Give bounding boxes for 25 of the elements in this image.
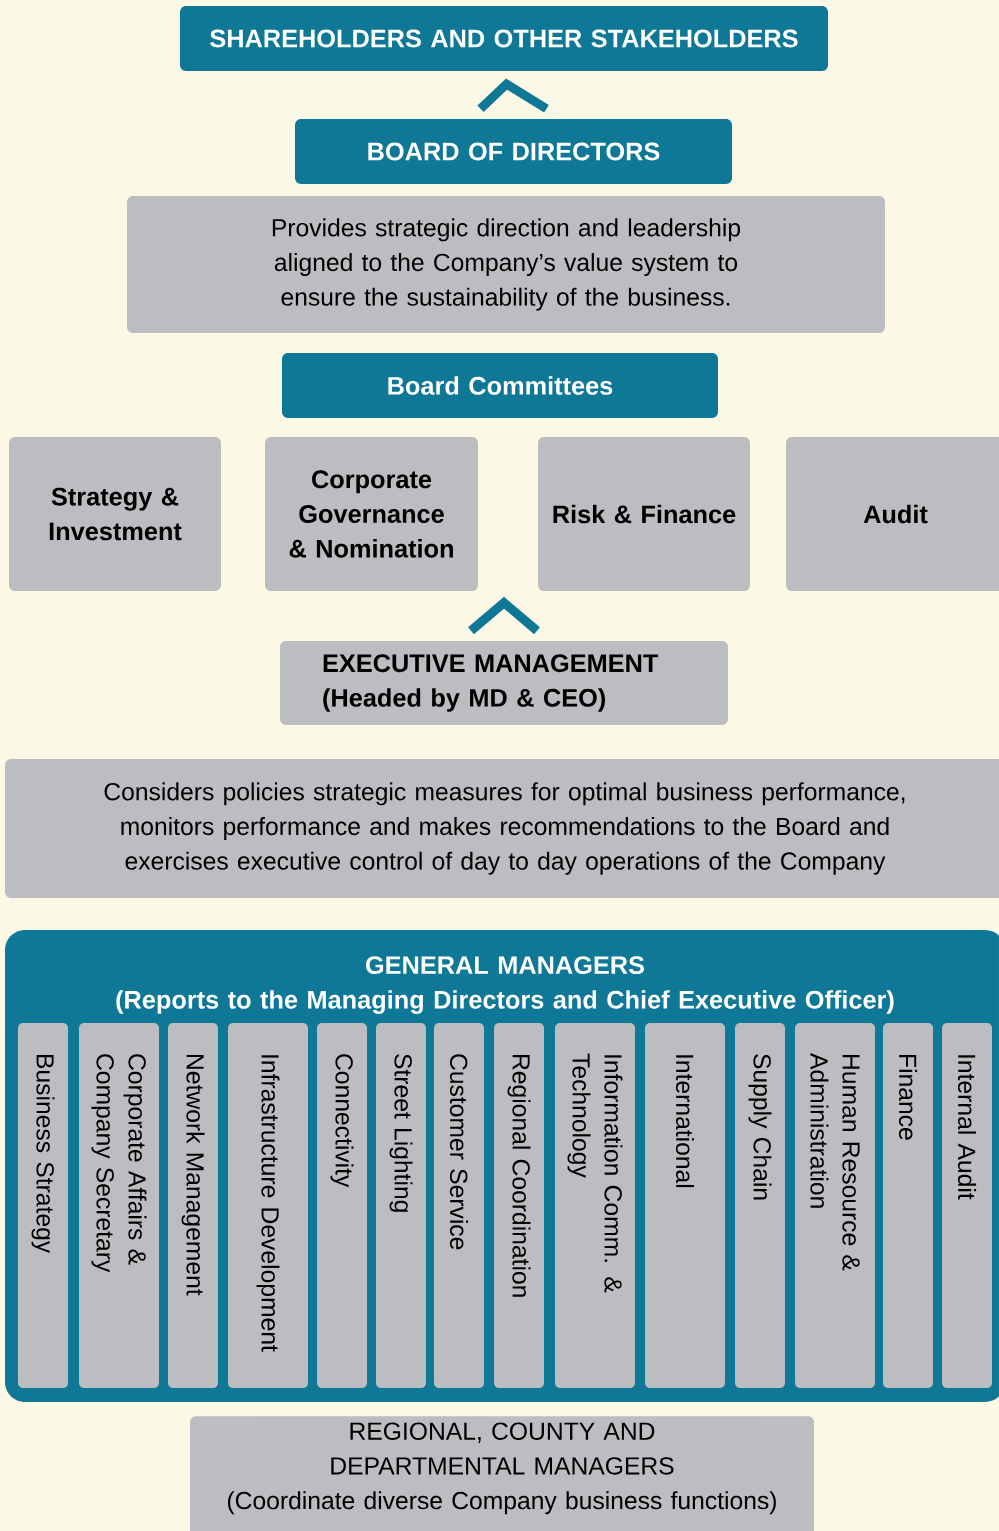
- title-box: Board Committees: [282, 353, 718, 418]
- department-column: Business Strategy: [18, 1023, 68, 1388]
- department-column: Customer Service: [434, 1023, 484, 1388]
- committee-box: Corporate Governance & Nomination: [265, 437, 478, 591]
- title-box: BOARD OF DIRECTORS: [295, 119, 732, 184]
- department-column: Human Resource & Administration: [795, 1023, 875, 1388]
- department-column: Corporate Affairs & Company Secretary: [79, 1023, 159, 1388]
- department-column: Network Management: [168, 1023, 218, 1388]
- department-column: Internal Audit: [942, 1023, 992, 1388]
- description-box: Considers policies strategic measures for optimal business performance, monitors performance and makes recommendations to the Board and exercises executive control of day to day operations of the Company: [5, 759, 999, 898]
- department-column: Street Lighting: [376, 1023, 426, 1388]
- title-box: SHAREHOLDERS AND OTHER STAKEHOLDERS: [180, 6, 828, 71]
- department-column: Information Comm. & Technology: [555, 1023, 635, 1388]
- department-column: Connectivity: [317, 1023, 367, 1388]
- committee-box: Risk & Finance: [538, 437, 750, 591]
- department-column: Infrastructure Development: [228, 1023, 308, 1388]
- department-column: International: [645, 1023, 725, 1388]
- committee-box: Strategy & Investment: [9, 437, 221, 591]
- committee-box: Audit: [786, 437, 999, 591]
- department-column: Finance: [883, 1023, 933, 1388]
- department-column: Supply Chain: [735, 1023, 785, 1388]
- description-box: Provides strategic direction and leadership aligned to the Company’s value system to ensure the sustainability of the business.: [127, 196, 885, 333]
- executive-box: EXECUTIVE MANAGEMENT (Headed by MD & CEO): [280, 641, 728, 725]
- manager-box: REGIONAL, COUNTY AND DEPARTMENTAL MANAGERS (Coordinate diverse Company business functions): [190, 1416, 814, 1531]
- department-column: Regional Coordination: [494, 1023, 544, 1388]
